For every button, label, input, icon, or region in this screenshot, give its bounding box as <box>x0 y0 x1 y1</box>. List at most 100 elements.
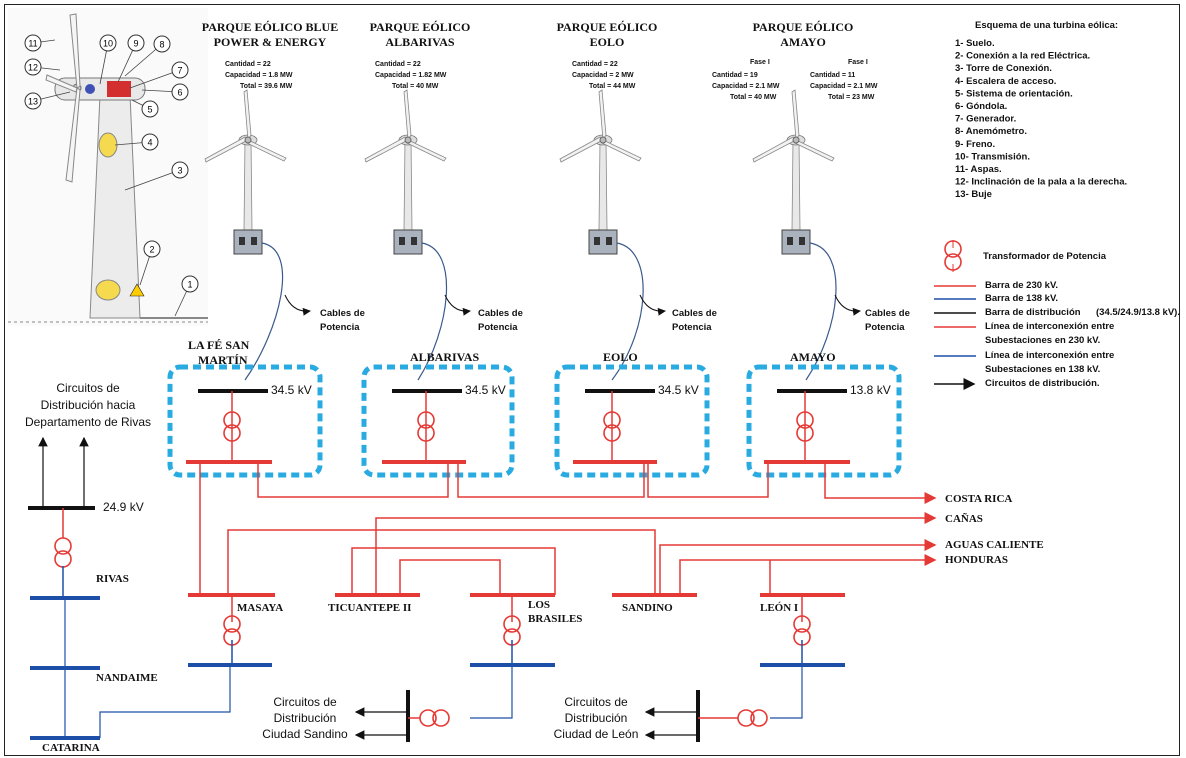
svg-text:Cantidad = 22: Cantidad = 22 <box>225 61 271 68</box>
svg-text:Cantidad = 22: Cantidad = 22 <box>375 61 421 68</box>
schema-item: 13- Buje <box>955 189 992 200</box>
svg-text:Circuitos de: Circuitos de <box>273 695 337 709</box>
svg-text:SANDINO: SANDINO <box>622 602 673 614</box>
cable-callouts <box>284 294 861 316</box>
svg-text:Distribución: Distribución <box>274 711 337 725</box>
park-eolo-header: PARQUE EÓLICO EOLO Cantidad = 22 Capacid… <box>557 20 658 90</box>
svg-text:Línea de interconexión entre: Línea de interconexión entre <box>985 321 1114 332</box>
park-amayo-header: PARQUE EÓLICO AMAYO Fase I Cantidad = 19… <box>712 20 878 101</box>
svg-text:Total = 40 MW: Total = 40 MW <box>392 83 439 90</box>
svg-text:Cantidad = 22: Cantidad = 22 <box>572 61 618 68</box>
svg-text:CAÑAS: CAÑAS <box>945 513 983 525</box>
svg-text:Subestaciones en 138 kV.: Subestaciones en 138 kV. <box>985 364 1100 375</box>
svg-text:NANDAIME: NANDAIME <box>96 672 158 684</box>
svg-text:CATARINA: CATARINA <box>42 742 100 754</box>
svg-text:Cables de: Cables de <box>865 308 910 319</box>
schema-callout-number: 12 <box>28 63 38 73</box>
schema-item: 9- Freno. <box>955 139 995 150</box>
schema-callout-number: 3 <box>177 166 182 176</box>
substation-names: LA FÉ SAN MARTÍN ALBARIVAS EOLO AMAYO <box>188 338 836 367</box>
rivas-distribution <box>28 436 95 598</box>
schema-item: 8- Anemómetro. <box>955 126 1027 137</box>
lines-138kv <box>64 598 803 738</box>
svg-text:BRASILES: BRASILES <box>528 613 582 625</box>
svg-text:Total = 39.6 MW: Total = 39.6 MW <box>240 83 293 90</box>
svg-text:13.8 kV: 13.8 kV <box>850 383 891 397</box>
diagram-frame <box>4 4 1180 756</box>
svg-text:Total = 40 MW: Total = 40 MW <box>730 94 777 101</box>
svg-text:PARQUE EÓLICO: PARQUE EÓLICO <box>370 20 471 34</box>
substation-boxes <box>167 364 902 478</box>
svg-text:Fase I: Fase I <box>848 59 868 66</box>
schema-callout-number: 7 <box>177 66 182 76</box>
svg-text:Total = 44 MW: Total = 44 MW <box>589 83 636 90</box>
cable-labels: Cables de Potencia Cables de Potencia Cabl… <box>320 308 910 333</box>
rivas-labels: Circuitos de Distribución hacia Departam… <box>25 381 158 754</box>
grid-230kv-labels: COSTA RICA CAÑAS AGUAS CALIENTE HONDURAS… <box>237 493 1044 625</box>
svg-text:Fase I: Fase I <box>750 59 770 66</box>
schema-item: 2- Conexión a la red Eléctrica. <box>955 51 1090 62</box>
grid-transformers <box>223 595 811 665</box>
power-cables <box>244 242 837 381</box>
svg-text:ALBARIVAS: ALBARIVAS <box>385 35 454 49</box>
lines-230kv <box>199 462 937 595</box>
svg-text:LEÓN I: LEÓN I <box>760 602 798 614</box>
schema-callout-number: 8 <box>159 40 164 50</box>
svg-text:PARQUE EÓLICO: PARQUE EÓLICO <box>557 20 658 34</box>
schema-callout-number: 2 <box>149 245 154 255</box>
svg-text:RIVAS: RIVAS <box>96 573 129 585</box>
svg-text:Potencia: Potencia <box>865 322 905 333</box>
svg-text:AMAYO: AMAYO <box>780 35 826 49</box>
park-albarivas-header: PARQUE EÓLICO ALBARIVAS Cantidad = 22 Ca… <box>370 20 471 90</box>
buses-138kv <box>30 596 845 740</box>
schema-item: 4- Escalera de acceso. <box>955 76 1056 87</box>
svg-text:Barra de distribución: Barra de distribución <box>985 307 1081 318</box>
svg-text:Potencia: Potencia <box>320 322 360 333</box>
svg-text:HONDURAS: HONDURAS <box>945 554 1008 566</box>
svg-text:MASAYA: MASAYA <box>237 602 283 614</box>
svg-text:Cables de: Cables de <box>320 308 365 319</box>
svg-text:Barra de 138 kV.: Barra de 138 kV. <box>985 293 1058 304</box>
substation-kv-labels: 34.5 kV 34.5 kV 34.5 kV 13.8 kV <box>271 383 891 397</box>
svg-text:COSTA RICA: COSTA RICA <box>945 493 1012 505</box>
svg-text:PARQUE EÓLICO: PARQUE EÓLICO <box>753 20 854 34</box>
schema-callout-number: 6 <box>177 88 182 98</box>
schema-item: 7- Generador. <box>955 114 1016 125</box>
svg-text:Departamento de Rivas: Departamento de Rivas <box>25 415 151 429</box>
schema-item: 6- Góndola. <box>955 101 1007 112</box>
svg-text:Subestaciones en 230 kV.: Subestaciones en 230 kV. <box>985 335 1100 346</box>
park-blue-power-header: PARQUE EÓLICO BLUE POWER & ENERGY Cantid… <box>202 20 338 90</box>
svg-text:EOLO: EOLO <box>590 35 625 49</box>
schema-item: 10- Transmisión. <box>955 151 1030 162</box>
turbine-schema-list: Esquema de una turbina eólica: 1- Suelo.… <box>955 20 1127 200</box>
svg-text:Cantidad = 19: Cantidad = 19 <box>712 72 758 79</box>
schema-item: 12- Inclinación de la pala a la derecha. <box>955 177 1127 188</box>
svg-text:Circuitos de distribución.: Circuitos de distribución. <box>985 378 1100 389</box>
svg-text:Esquema de una turbina eólica:: Esquema de una turbina eólica: <box>975 20 1118 31</box>
legend: Transformador de Potencia Barra de 230 k… <box>934 240 1180 390</box>
svg-text:AMAYO: AMAYO <box>790 350 836 364</box>
svg-text:AGUAS CALIENTE: AGUAS CALIENTE <box>945 539 1044 551</box>
schema-item: 3- Torre de Conexión. <box>955 63 1052 74</box>
city-labels: Circuitos de Distribución Ciudad Sandino… <box>262 695 638 741</box>
svg-text:Cables de: Cables de <box>672 308 717 319</box>
wind-turbine-icon <box>204 89 287 255</box>
wind-turbine-icon <box>752 89 835 255</box>
svg-text:Ciudad de León: Ciudad de León <box>554 727 639 741</box>
svg-text:Línea de interconexión entre: Línea de interconexión entre <box>985 350 1114 361</box>
schema-item: 5- Sistema de orientación. <box>955 88 1073 99</box>
svg-text:EOLO: EOLO <box>603 350 638 364</box>
svg-text:Capacidad = 2 MW: Capacidad = 2 MW <box>572 72 634 79</box>
svg-text:Cables de: Cables de <box>478 308 523 319</box>
city-distribution <box>354 690 768 742</box>
svg-text:34.5 kV: 34.5 kV <box>658 383 699 397</box>
svg-text:Potencia: Potencia <box>672 322 712 333</box>
svg-text:Cantidad = 11: Cantidad = 11 <box>810 72 855 79</box>
svg-text:Circuitos de: Circuitos de <box>56 381 120 395</box>
svg-text:Distribución hacia: Distribución hacia <box>41 398 136 412</box>
svg-text:PARQUE EÓLICO BLUE: PARQUE EÓLICO BLUE <box>202 20 338 34</box>
schema-callout-number: 5 <box>147 105 152 115</box>
svg-text:34.5 kV: 34.5 kV <box>271 383 312 397</box>
svg-text:Potencia: Potencia <box>478 322 518 333</box>
